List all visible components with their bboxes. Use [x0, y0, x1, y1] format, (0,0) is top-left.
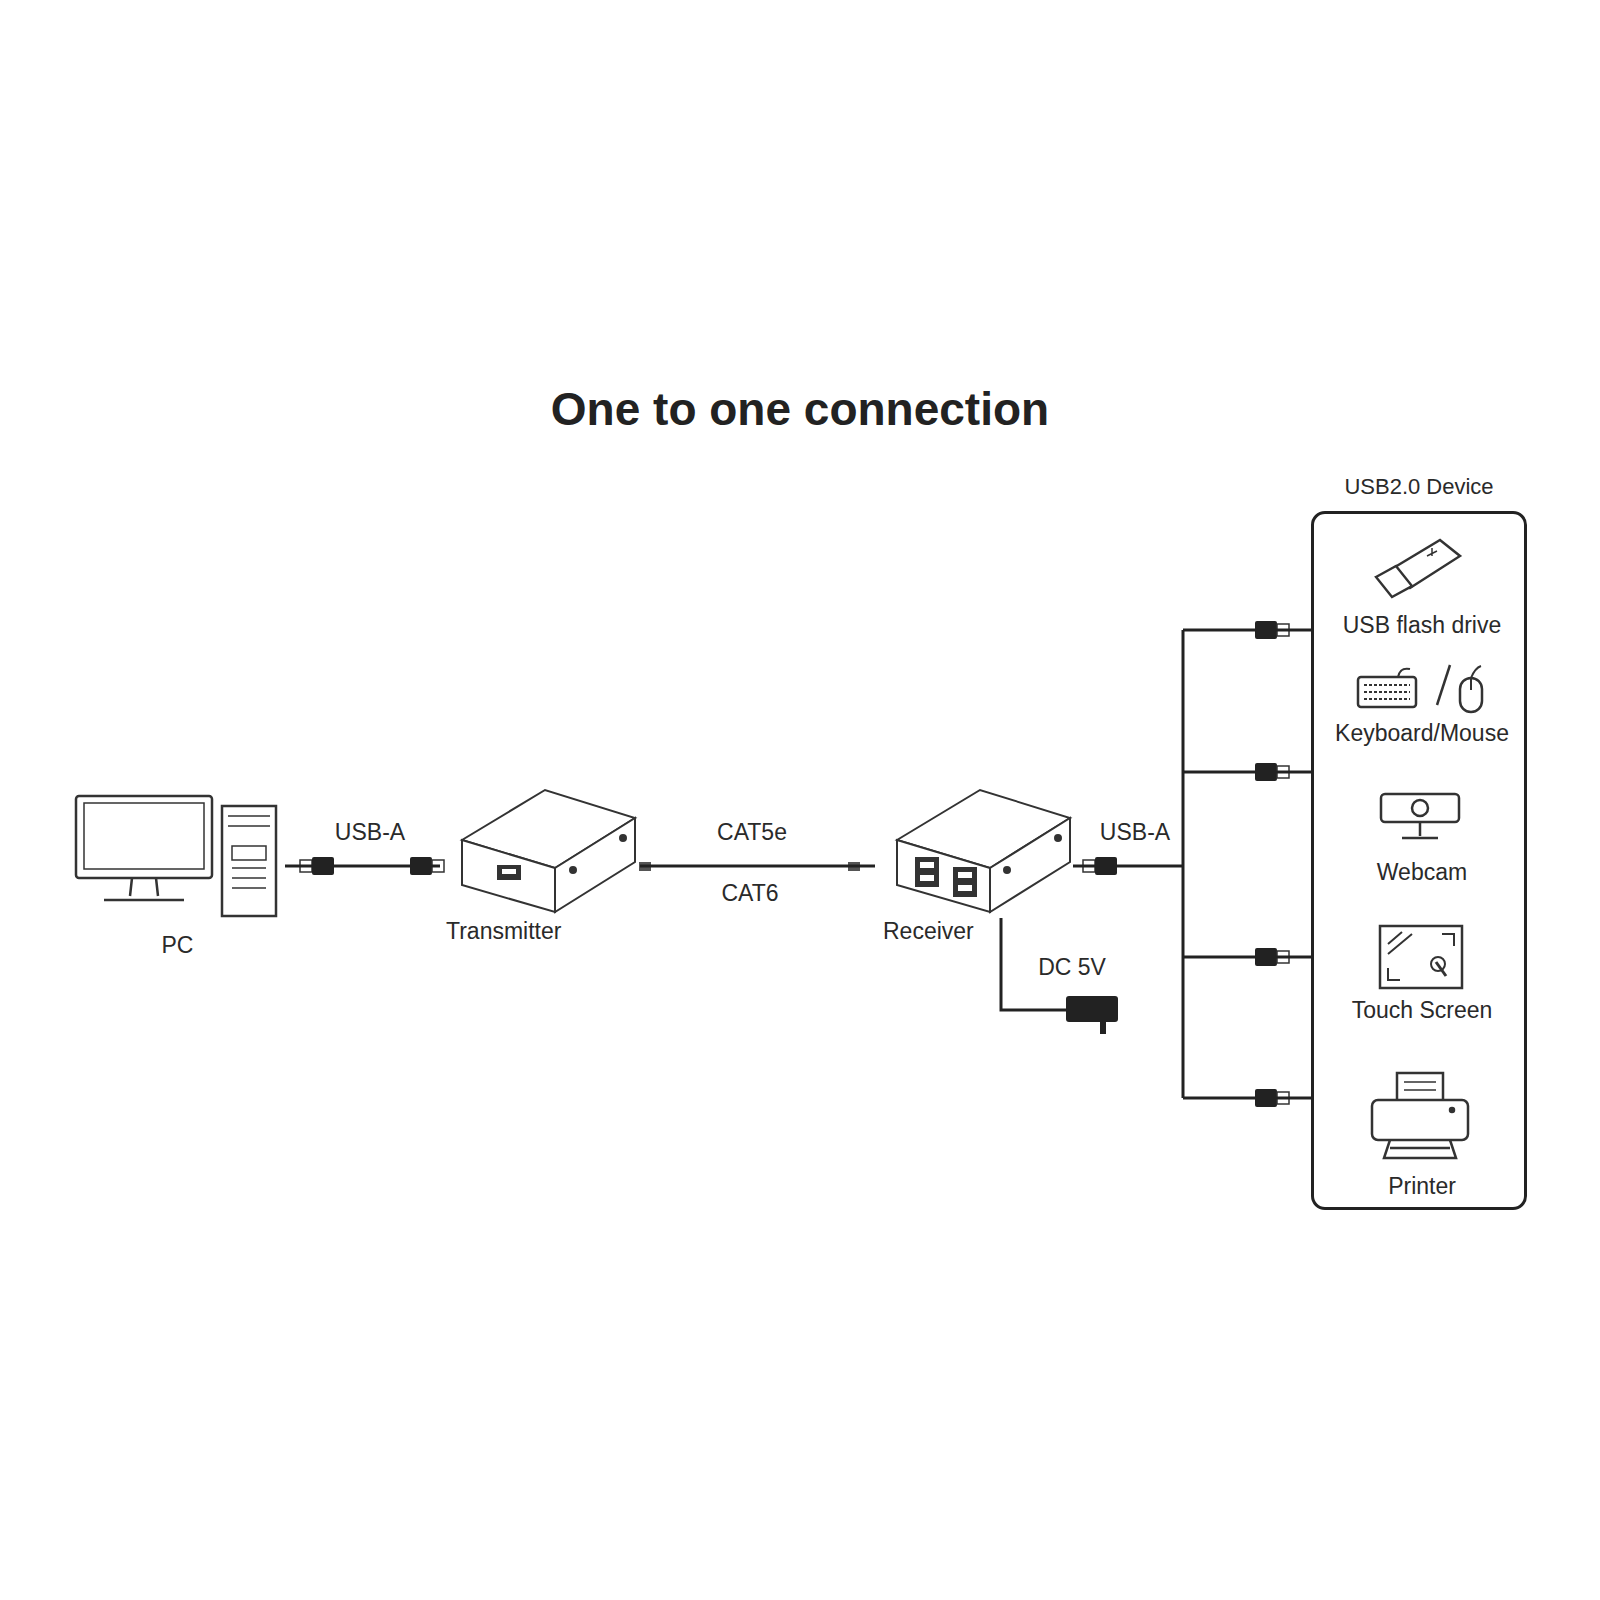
node-label: USB flash drive [1343, 612, 1502, 640]
cable-connector [640, 865, 875, 868]
cable-connector [1073, 630, 1311, 1098]
device-item: Printer [1320, 1064, 1524, 1201]
node-label: Webcam [1377, 859, 1467, 887]
node-label: Touch Screen [1352, 997, 1493, 1025]
node-label: Keyboard/Mouse [1335, 720, 1509, 748]
device-item: Touch Screen [1320, 919, 1524, 1025]
transmitter-box [462, 790, 635, 912]
touch-screen-icon [1380, 926, 1462, 988]
power-adapter [1001, 918, 1118, 1034]
printer-icon [1372, 1073, 1468, 1158]
node-label: Printer [1388, 1173, 1456, 1201]
webcam-icon [1381, 794, 1459, 838]
usb-plugs [300, 621, 1289, 1107]
receiver-box [897, 790, 1070, 912]
device-item: Webcam [1320, 784, 1524, 887]
title: One to one connection [0, 382, 1600, 436]
flash-drive-icon [1376, 540, 1460, 597]
device-item: Keyboard/Mouse [1320, 656, 1524, 748]
cable-label: CAT6 [718, 880, 781, 907]
node-label: PC [162, 932, 194, 960]
cable-label: USB-A [1097, 819, 1173, 846]
device-panel: USB2.0 DeviceUSB flash driveKeyboard/Mou… [1311, 511, 1527, 1210]
keyboard-mouse-icon [1358, 665, 1482, 712]
device-item: USB flash drive [1320, 532, 1524, 640]
power-label: DC 5V [1035, 954, 1109, 981]
cable-label: USB-A [332, 819, 408, 846]
node-label: Receiver [883, 918, 974, 946]
transmitter-node: Transmitter [440, 786, 640, 946]
panel-heading: USB2.0 Device [1314, 474, 1524, 500]
pc-icon [76, 796, 276, 916]
receiver-node: Receiver [875, 786, 1073, 946]
cable-label: CAT5e [714, 819, 790, 846]
cable-connector [285, 865, 440, 868]
pc-node: PC [70, 788, 285, 960]
node-label: Transmitter [446, 918, 561, 946]
